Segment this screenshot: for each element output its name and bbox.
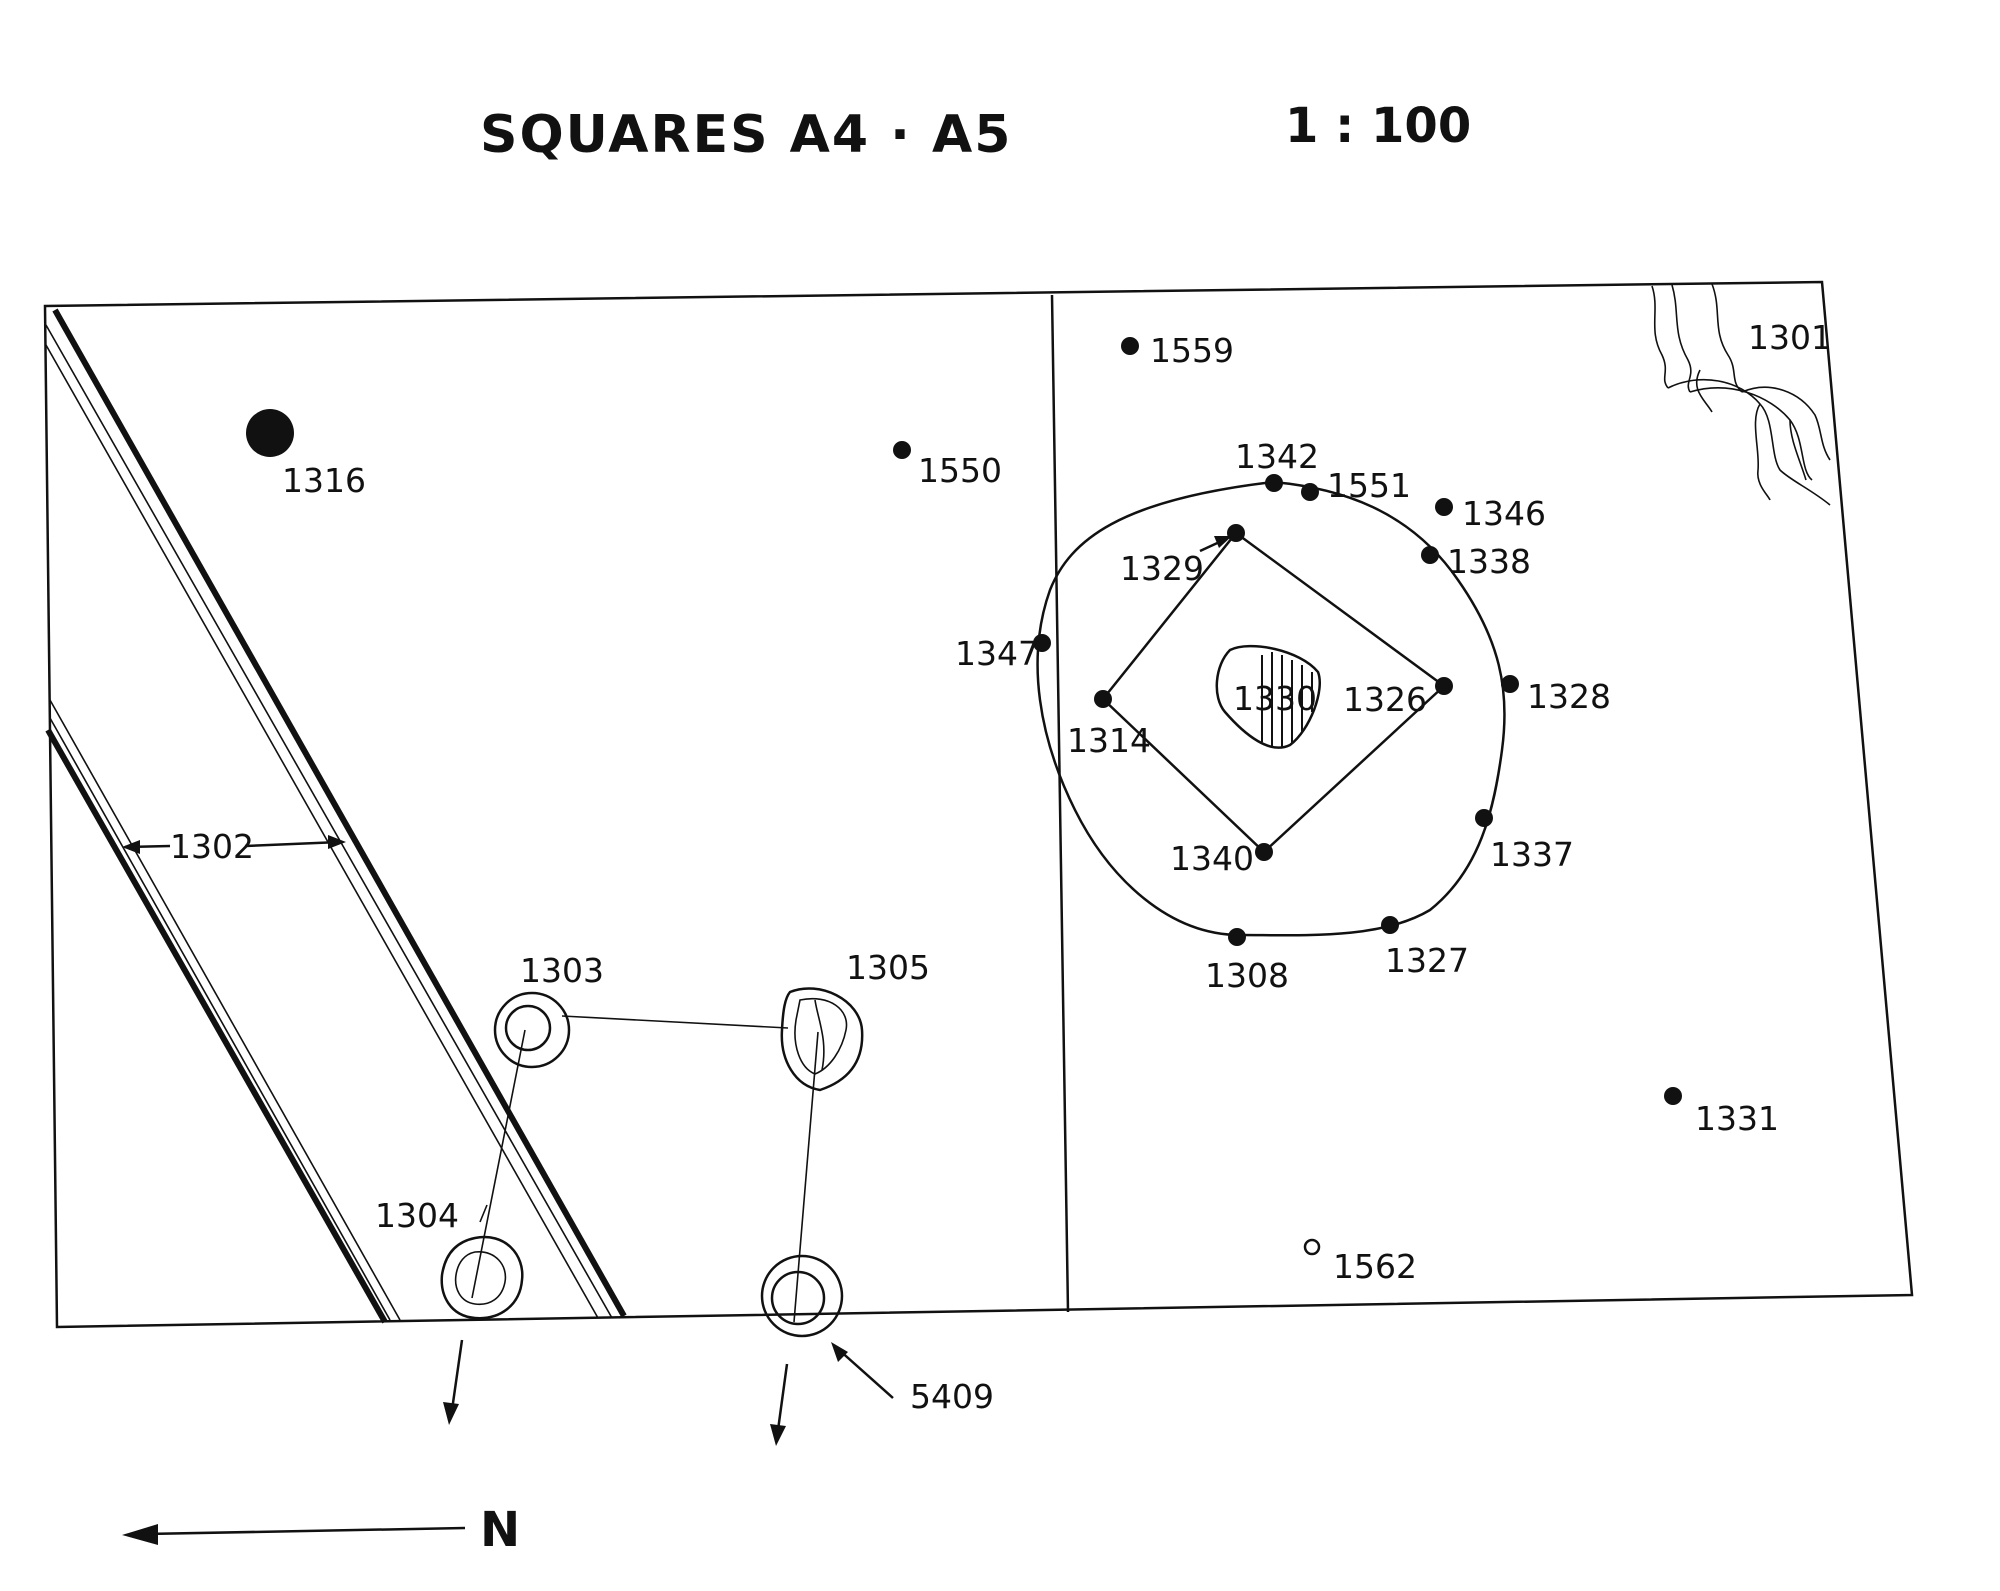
label-1331: 1331: [1695, 1099, 1779, 1138]
arrowhead-1329: [1214, 536, 1232, 548]
label-1316: 1316: [282, 461, 366, 500]
posthole-1340: [1255, 843, 1273, 861]
label-1559: 1559: [1150, 331, 1234, 370]
posthole-1329: [1227, 524, 1245, 542]
posthole-1331: [1664, 1087, 1682, 1105]
posthole-1550: [893, 441, 911, 459]
posthole-1337: [1475, 809, 1493, 827]
label-1304: 1304: [375, 1196, 459, 1235]
label-1327: 1327: [1385, 941, 1469, 980]
posthole-1342: [1265, 474, 1283, 492]
posthole-structure-lower: [471, 1015, 819, 1323]
label-1329: 1329: [1120, 549, 1204, 588]
plan-title: SQUARES A4 · A5: [480, 105, 1012, 165]
posthole-1328: [1501, 675, 1519, 693]
posthole-1559: [1121, 337, 1139, 355]
feature-1301-contours: [1651, 283, 1831, 506]
label-1330: 1330: [1233, 679, 1317, 718]
posthole-1314: [1094, 690, 1112, 708]
posthole-1338: [1421, 546, 1439, 564]
posthole-5409: [760, 1254, 844, 1338]
label-1551: 1551: [1327, 466, 1411, 505]
label-1303: 1303: [520, 951, 604, 990]
label-1342: 1342: [1235, 437, 1319, 476]
north-label: N: [480, 1502, 520, 1558]
posthole-1303: [493, 991, 571, 1069]
label-5409: 5409: [910, 1377, 994, 1416]
label-1308: 1308: [1205, 956, 1289, 995]
posthole-1346: [1435, 498, 1453, 516]
arrowhead-5409: [831, 1342, 848, 1362]
posthole-1326: [1435, 677, 1453, 695]
label-1562: 1562: [1333, 1247, 1417, 1286]
hearth-1330: [1215, 644, 1321, 749]
posthole-1308: [1228, 928, 1246, 946]
scale-label: 1 : 100: [1285, 98, 1471, 154]
label-1302: 1302: [170, 827, 254, 866]
arrow-down-left: [450, 1339, 464, 1411]
label-1305: 1305: [846, 948, 930, 987]
posthole-1562: [1303, 1238, 1321, 1256]
label-1340: 1340: [1170, 839, 1254, 878]
posthole-1304: [440, 1235, 524, 1320]
posthole-1347: [1033, 634, 1051, 652]
label-1346: 1346: [1462, 494, 1546, 533]
north-arrow: [122, 1524, 466, 1545]
square-divider: [1050, 294, 1070, 1313]
circular-structure-ring: [1036, 480, 1506, 937]
label-1338: 1338: [1447, 542, 1531, 581]
trench-1302: [45, 308, 627, 1324]
posthole-1305: [780, 987, 864, 1092]
label-1314: 1314: [1067, 721, 1151, 760]
posthole-1327: [1381, 916, 1399, 934]
label-1326: 1326: [1343, 680, 1427, 719]
posthole-1316: [246, 409, 294, 457]
arrow-down-right: [776, 1363, 789, 1431]
label-1301: 1301: [1748, 318, 1832, 357]
arrow-5409: [837, 1348, 894, 1399]
squares-boundary: [43, 280, 1914, 1329]
label-1347: 1347: [955, 634, 1039, 673]
arrowhead-down-right: [770, 1424, 786, 1446]
label-1337: 1337: [1490, 835, 1574, 874]
label-1550: 1550: [918, 451, 1002, 490]
arrowhead-down-left: [443, 1402, 459, 1425]
label-1328: 1328: [1527, 677, 1611, 716]
pointer-1304: [479, 1204, 488, 1223]
posthole-1551: [1301, 483, 1319, 501]
